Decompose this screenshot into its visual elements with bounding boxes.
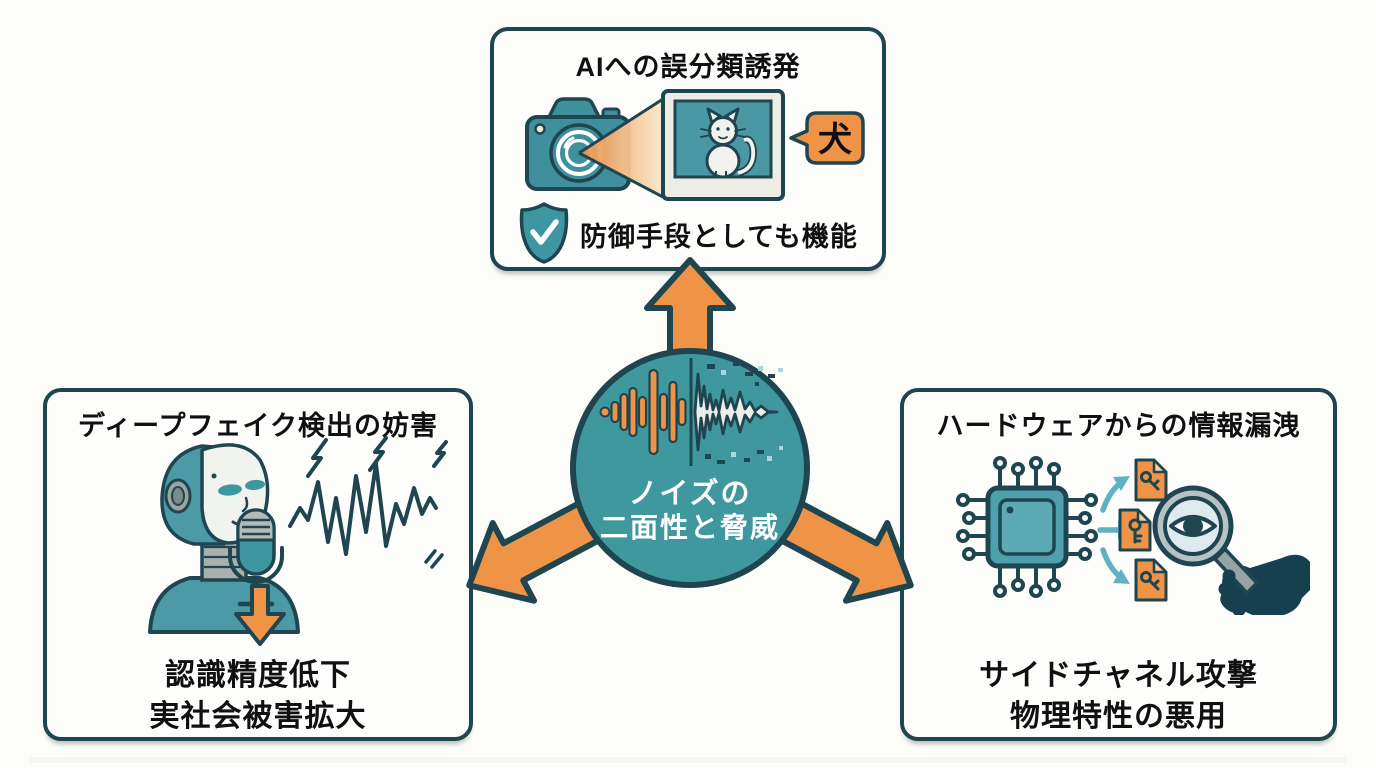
projection-cone: [578, 97, 664, 199]
shield-check-icon: [519, 202, 569, 264]
noisy-signal-wave: [693, 362, 783, 464]
center-title-line1: ノイズの: [628, 478, 752, 510]
hardware-leak-illustration: [956, 456, 1310, 615]
right-result-line2: 物理特性の悪用: [1010, 700, 1227, 733]
magnifier-eye-icon: [1152, 485, 1259, 615]
center-node: ノイズの 二面性と脅威: [570, 348, 810, 588]
cat-glyph: [700, 107, 757, 179]
lightning-icon: [306, 436, 448, 478]
bottom-shadow-streak: [30, 757, 1346, 763]
defense-note: 防御手段としても機能: [580, 222, 858, 252]
chip-icon: [956, 456, 1098, 598]
waveform-duality-icon: [599, 358, 783, 466]
misclassification-illustration: 犬: [525, 89, 865, 201]
left-result-line1: 認識精度低下: [165, 659, 351, 692]
left-result-line2: 実社会被害拡大: [149, 700, 367, 733]
camera-icon: [525, 97, 631, 191]
clean-signal-bars: [599, 368, 687, 456]
down-arrow-icon: [234, 584, 286, 646]
cat-photo-icon: [661, 89, 785, 201]
center-title-line2: 二面性と脅威: [599, 512, 780, 543]
dog-label-bubble-icon: 犬: [789, 111, 865, 165]
microphone-icon: [228, 508, 284, 607]
noise-zigzag-icon: [288, 462, 444, 569]
key-document-icon: [1118, 458, 1168, 602]
deepfake-illustration: [148, 436, 448, 634]
right-result-line1: サイドチャネル攻撃: [979, 659, 1258, 692]
right-box-title: ハードウェアからの情報漏洩: [936, 411, 1301, 441]
bubble-label: 犬: [818, 121, 852, 159]
top-box-title: AIへの誤分類誘発: [575, 52, 801, 82]
left-box-title: ディープフェイク検出の妨害: [78, 411, 438, 441]
